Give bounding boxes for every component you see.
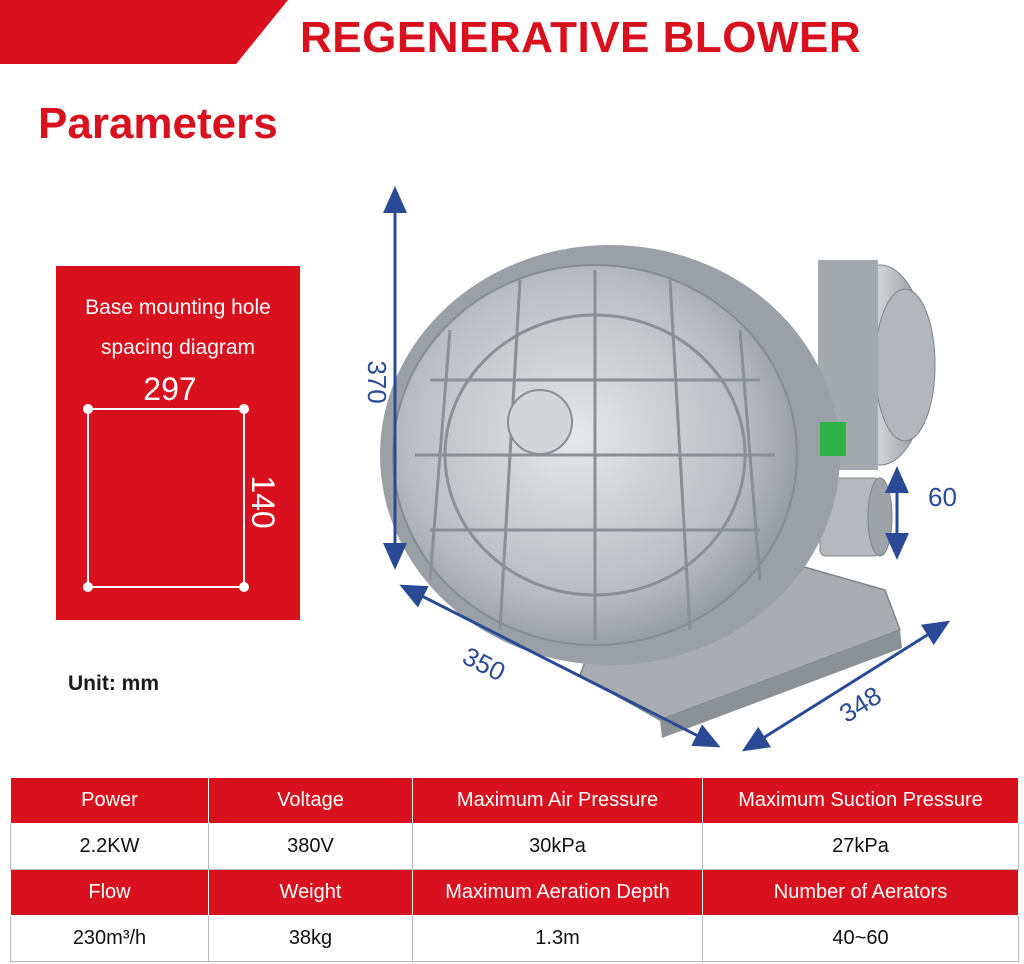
spec-value-cell: 1.3m bbox=[412, 915, 703, 962]
spec-value-cell: 30kPa bbox=[412, 823, 703, 870]
blower-housing bbox=[380, 245, 846, 665]
spec-header-cell: Weight bbox=[208, 869, 413, 916]
mounting-hole-diagram: 297 140 bbox=[83, 371, 281, 592]
specs-header-row: Power Voltage Maximum Air Pressure Maxim… bbox=[10, 777, 1019, 824]
section-title: Parameters bbox=[38, 99, 278, 148]
spec-header-cell: Power bbox=[10, 777, 209, 824]
unit-label: Unit: mm bbox=[68, 672, 159, 695]
spec-value-cell: 380V bbox=[208, 823, 413, 870]
spec-value-cell: 27kPa bbox=[702, 823, 1019, 870]
length-dimension-line bbox=[399, 584, 721, 748]
spec-header-cell: Maximum Air Pressure bbox=[412, 777, 703, 824]
blower-illustration: 370 350 348 60 bbox=[362, 186, 957, 752]
spec-header-cell: Maximum Aeration Depth bbox=[412, 869, 703, 916]
spec-header-cell: Maximum Suction Pressure bbox=[702, 777, 1019, 824]
label-tag bbox=[820, 422, 846, 456]
mounting-width-label: 297 bbox=[143, 371, 196, 407]
spec-value-cell: 38kg bbox=[208, 915, 413, 962]
specs-header-row: Flow Weight Maximum Aeration Depth Numbe… bbox=[10, 869, 1019, 916]
mounting-depth-label: 140 bbox=[245, 475, 281, 528]
spec-value-cell: 2.2KW bbox=[10, 823, 209, 870]
specs-table: Power Voltage Maximum Air Pressure Maxim… bbox=[10, 777, 1019, 962]
dimension-lines: 370 350 348 60 bbox=[362, 186, 957, 752]
outlet-label: 60 bbox=[928, 482, 957, 512]
mounting-caption-line1: Base mounting hole bbox=[85, 296, 271, 319]
specs-value-row: 230m³/h 38kg 1.3m 40~60 bbox=[10, 915, 1019, 962]
specs-value-row: 2.2KW 380V 30kPa 27kPa bbox=[10, 823, 1019, 870]
corner-banner bbox=[0, 0, 288, 64]
height-label: 370 bbox=[362, 360, 392, 403]
mounting-diagram-card: Base mounting hole spacing diagram 297 1… bbox=[56, 266, 300, 620]
length-label: 350 bbox=[458, 641, 510, 687]
mounting-hole bbox=[239, 582, 249, 592]
mounting-hole bbox=[83, 404, 93, 414]
mounting-hole bbox=[83, 582, 93, 592]
spec-header-cell: Voltage bbox=[208, 777, 413, 824]
spec-header-cell: Flow bbox=[10, 869, 209, 916]
mounting-caption: Base mounting hole spacing diagram bbox=[56, 288, 300, 368]
center-hub bbox=[507, 389, 573, 455]
width-dimension-line bbox=[741, 620, 951, 752]
spec-header-cell: Number of Aerators bbox=[702, 869, 1019, 916]
mounting-outline bbox=[87, 408, 245, 588]
mounting-caption-line2: spacing diagram bbox=[100, 336, 256, 359]
page-title: REGENERATIVE BLOWER bbox=[300, 13, 862, 62]
spec-value-cell: 230m³/h bbox=[10, 915, 209, 962]
mounting-hole bbox=[239, 404, 249, 414]
spec-value-cell: 40~60 bbox=[702, 915, 1019, 962]
